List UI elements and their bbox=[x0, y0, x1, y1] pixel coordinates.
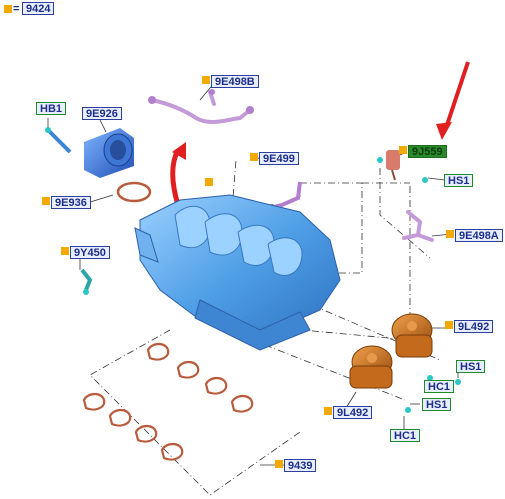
hose-9e498b bbox=[150, 90, 252, 125]
marker-square bbox=[250, 153, 258, 161]
callout-hs1-top[interactable]: HS1 bbox=[444, 174, 474, 187]
hose-9e499 bbox=[269, 181, 302, 210]
callout-hc1-low[interactable]: HC1 bbox=[390, 429, 421, 442]
highlight-arrow bbox=[444, 61, 470, 129]
callout-hb1[interactable]: HB1 bbox=[36, 102, 67, 115]
intake-manifold bbox=[134, 194, 341, 351]
actuator-9l492-low bbox=[349, 345, 393, 389]
marker-square bbox=[446, 230, 454, 238]
marker-square bbox=[42, 197, 50, 205]
marker-square bbox=[399, 146, 407, 154]
callout-9439[interactable]: 9439 bbox=[284, 459, 317, 472]
callout-hc1-mid[interactable]: HC1 bbox=[424, 380, 455, 393]
gasket-set-9439 bbox=[82, 342, 254, 461]
marker-square bbox=[205, 178, 213, 186]
sensor-9y450 bbox=[80, 268, 93, 295]
marker-square bbox=[202, 76, 210, 84]
callout-9424[interactable]: 9424 bbox=[22, 2, 55, 15]
callout-9y450[interactable]: 9Y450 bbox=[70, 246, 110, 259]
callout-hs1-mid[interactable]: HS1 bbox=[456, 360, 486, 373]
hose-9e498a bbox=[402, 210, 434, 242]
equals-sign: = bbox=[13, 3, 20, 15]
actuator-9l492-right bbox=[391, 313, 433, 358]
marker-square bbox=[4, 5, 12, 13]
rotation-arrow bbox=[170, 148, 181, 206]
leader-line bbox=[89, 329, 301, 496]
callout-9e498b[interactable]: 9E498B bbox=[211, 75, 259, 88]
callout-9e499[interactable]: 9E499 bbox=[259, 152, 299, 165]
throttle-body-9e926 bbox=[84, 128, 134, 178]
callout-9e936[interactable]: 9E936 bbox=[51, 196, 91, 209]
callout-9l492-low[interactable]: 9L492 bbox=[333, 406, 373, 419]
callout-9e926[interactable]: 9E926 bbox=[82, 107, 122, 120]
leader-line bbox=[264, 344, 406, 401]
marker-square bbox=[445, 321, 453, 329]
callout-9e498a[interactable]: 9E498A bbox=[455, 229, 503, 242]
marker-square bbox=[324, 407, 332, 415]
callout-hs1-low[interactable]: HS1 bbox=[422, 398, 452, 411]
bolt-hb1 bbox=[46, 128, 72, 154]
gasket-9e936 bbox=[116, 181, 152, 203]
sensor-9j559 bbox=[386, 150, 400, 181]
callout-9l492-right[interactable]: 9L492 bbox=[454, 320, 494, 333]
marker-square bbox=[275, 460, 283, 468]
marker-square bbox=[61, 247, 69, 255]
callout-9j559[interactable]: 9J559 bbox=[408, 145, 447, 158]
leader-line bbox=[269, 326, 411, 341]
leader-line bbox=[379, 168, 431, 259]
